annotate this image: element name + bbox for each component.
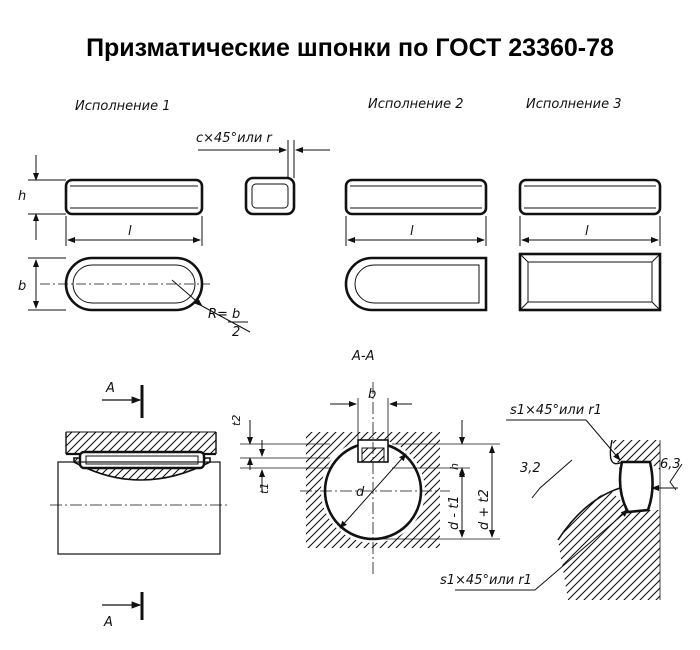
l-label-v1: l	[128, 224, 132, 239]
key-cross-section: c×45°или r	[196, 131, 330, 216]
b-label: b	[18, 279, 26, 294]
version-2-label: Исполнение 2	[368, 97, 463, 112]
width-dimension: b	[18, 257, 66, 311]
version-2-top-view	[344, 178, 488, 216]
section-marker-top: A	[105, 381, 115, 396]
slot-h-label: h	[448, 463, 461, 470]
version-1-plan-view	[40, 256, 251, 333]
length-dimension-v2: l	[345, 216, 487, 246]
shaft-assembly-view: A A	[50, 381, 230, 630]
key-width-label: b	[368, 387, 376, 402]
height-dimension: h	[18, 155, 66, 240]
chamfer-top-label: s1×45°или r1	[510, 403, 602, 418]
d-plus-t2-label: d + t2	[477, 489, 492, 530]
section-marker-bottom: A	[103, 615, 113, 630]
l-label-v3: l	[585, 224, 589, 239]
page-title: Призматические шпонки по ГОСТ 23360-78	[86, 34, 614, 62]
l-label-v2: l	[410, 224, 414, 239]
chamfer-bottom-label: s1×45°или r1	[440, 573, 532, 588]
d-minus-t1-label: d - t1	[447, 495, 462, 530]
h-label: h	[18, 189, 26, 204]
roughness-32-label: 3,2	[520, 461, 541, 476]
version-3-top-view	[518, 178, 662, 216]
radius-annotation: R= b 2	[208, 307, 248, 340]
section-vertical-dimensions: h d - t1 d + t2	[373, 420, 500, 540]
section-label: A-A	[351, 349, 374, 364]
length-dimension-v3: l	[519, 216, 661, 246]
section-a-a-view: d b	[300, 382, 450, 575]
version-2-plan-view	[344, 256, 488, 312]
t2-label: t2	[230, 415, 243, 426]
version-1-top-view	[64, 178, 204, 216]
version-1-label: Исполнение 1	[75, 99, 170, 114]
version-3-label: Исполнение 3	[526, 97, 621, 112]
keyway-detail-view: s1×45°или r1 s1×45°или r1 3,2 6,3	[440, 403, 683, 600]
diameter-label: d	[356, 485, 365, 500]
radius-label: R= b	[208, 307, 240, 322]
roughness-63-label: 6,3	[660, 457, 681, 472]
length-dimension-v1: l	[65, 216, 203, 246]
radius-denominator: 2	[232, 325, 240, 340]
t1-label: t1	[258, 483, 271, 494]
chamfer-label: c×45°или r	[196, 131, 273, 146]
version-3-plan-view	[518, 252, 662, 312]
